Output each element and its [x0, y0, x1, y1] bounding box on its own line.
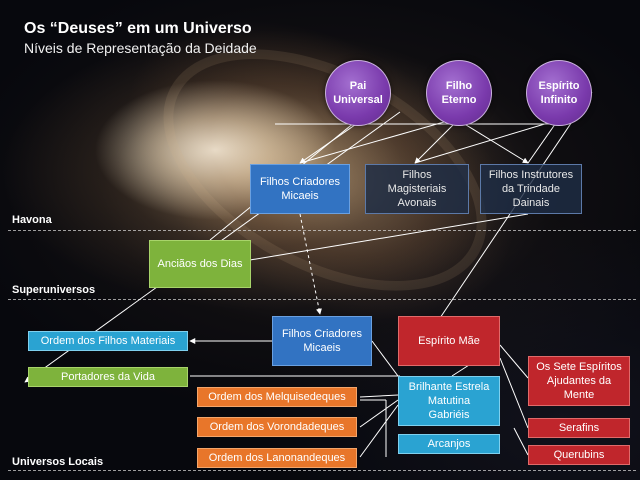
box-ordem-melquisedeques: Ordem dos Melquisedeques: [197, 387, 357, 407]
box-melquisedeques-label: Ordem dos Melquisedeques: [208, 391, 346, 403]
box-portadores-label: Portadores da Vida: [61, 371, 155, 383]
box-sete-espiritos: Os Sete Espíritos Ajudantes da Mente: [528, 356, 630, 406]
link-filho-filhos-criadores: [299, 117, 459, 164]
box-ancioes-dos-dias: Anciãos dos Dias: [149, 240, 251, 288]
box-espirito-mae-label: Espírito Mãe: [418, 335, 480, 347]
box-filhos-instrutores-label: Filhos Instrutores da Trindade Dainais: [488, 169, 574, 209]
level-label-superuniversos: Superuniversos: [12, 284, 96, 296]
deity-filho-label: Filho Eterno: [441, 80, 477, 106]
diagram-subtitle: Níveis de Representação da Deidade: [24, 40, 257, 56]
deity-filho-eterno: Filho Eterno: [426, 60, 492, 126]
link-instrutores-ancioes: [249, 213, 529, 261]
box-ordem-lanonandeques: Ordem dos Lanonandeques: [197, 448, 357, 468]
level-line-universos-locais: [8, 470, 636, 471]
link-espirito-magisteriais: [414, 119, 559, 164]
box-filhos-magisteriais: Filhos Magisteriais Avonais: [365, 164, 469, 214]
link-melquisedeques: [359, 394, 399, 398]
level-line-havona: [8, 230, 636, 231]
box-filhos-magisteriais-label: Filhos Magisteriais Avonais: [387, 169, 447, 209]
deity-espirito-infinito: Espírito Infinito: [526, 60, 592, 126]
box-ordem-filhos-materiais: Ordem dos Filhos Materiais: [28, 331, 188, 351]
box-serafins: Serafins: [528, 418, 630, 438]
link-vorondadeques: [359, 399, 399, 428]
box-filhos-criadores-local: Filhos Criadores Micaeis: [272, 316, 372, 366]
box-filhos-criadores-havona-label: Filhos Criadores Micaeis: [259, 176, 341, 202]
box-querubins-label: Querubins: [553, 449, 605, 461]
box-filhos-instrutores: Filhos Instrutores da Trindade Dainais: [480, 164, 582, 214]
box-vorondadeques-label: Ordem dos Vorondadeques: [209, 421, 345, 433]
level-label-universos-locais: Universos Locais: [12, 456, 104, 468]
link-filho-instrutores: [457, 119, 529, 164]
box-arcanjos-label: Arcanjos: [427, 438, 471, 450]
box-portadores-da-vida: Portadores da Vida: [28, 367, 188, 387]
link-lanonandeques: [359, 404, 399, 458]
box-espirito-mae: Espírito Mãe: [398, 316, 500, 366]
box-filhos-criadores-local-label: Filhos Criadores Micaeis: [281, 328, 363, 354]
box-arcanjos: Arcanjos: [398, 434, 500, 454]
diagram-title: Os “Deuses” em um Universo: [24, 20, 252, 37]
deity-espirito-label: Espírito Infinito: [538, 80, 580, 106]
box-ordem-filhos-materiais-label: Ordem dos Filhos Materiais: [40, 335, 176, 347]
box-ancioes-label: Anciãos dos Dias: [157, 258, 243, 270]
link-espirito-instrutores: [527, 119, 559, 164]
box-brilhante-estrela-label: Brilhante Estrela Matutina Gabriéis: [408, 381, 490, 421]
box-lanonandeques-label: Ordem dos Lanonandeques: [208, 452, 346, 464]
link-to-brilhante: [371, 340, 399, 377]
deity-pai-universal: Pai Universal: [325, 60, 391, 126]
deity-pai-label: Pai Universal: [333, 80, 383, 106]
link-mae-serafins: [499, 357, 529, 429]
box-sete-espiritos-label: Os Sete Espíritos Ajudantes da Mente: [536, 361, 622, 401]
level-label-havona: Havona: [12, 214, 52, 226]
link-mae-sete: [499, 344, 529, 379]
link-mae-querubins: [513, 427, 529, 456]
box-brilhante-estrela: Brilhante Estrela Matutina Gabriéis: [398, 376, 500, 426]
link-filhos-criadores-local: [299, 213, 322, 315]
link-filho-magisteriais: [414, 119, 459, 164]
box-ordem-vorondadeques: Ordem dos Vorondadeques: [197, 417, 357, 437]
level-line-superuniversos: [8, 299, 636, 300]
box-querubins: Querubins: [528, 445, 630, 465]
box-filhos-criadores-havona: Filhos Criadores Micaeis: [250, 164, 350, 214]
box-serafins-label: Serafins: [558, 422, 600, 434]
